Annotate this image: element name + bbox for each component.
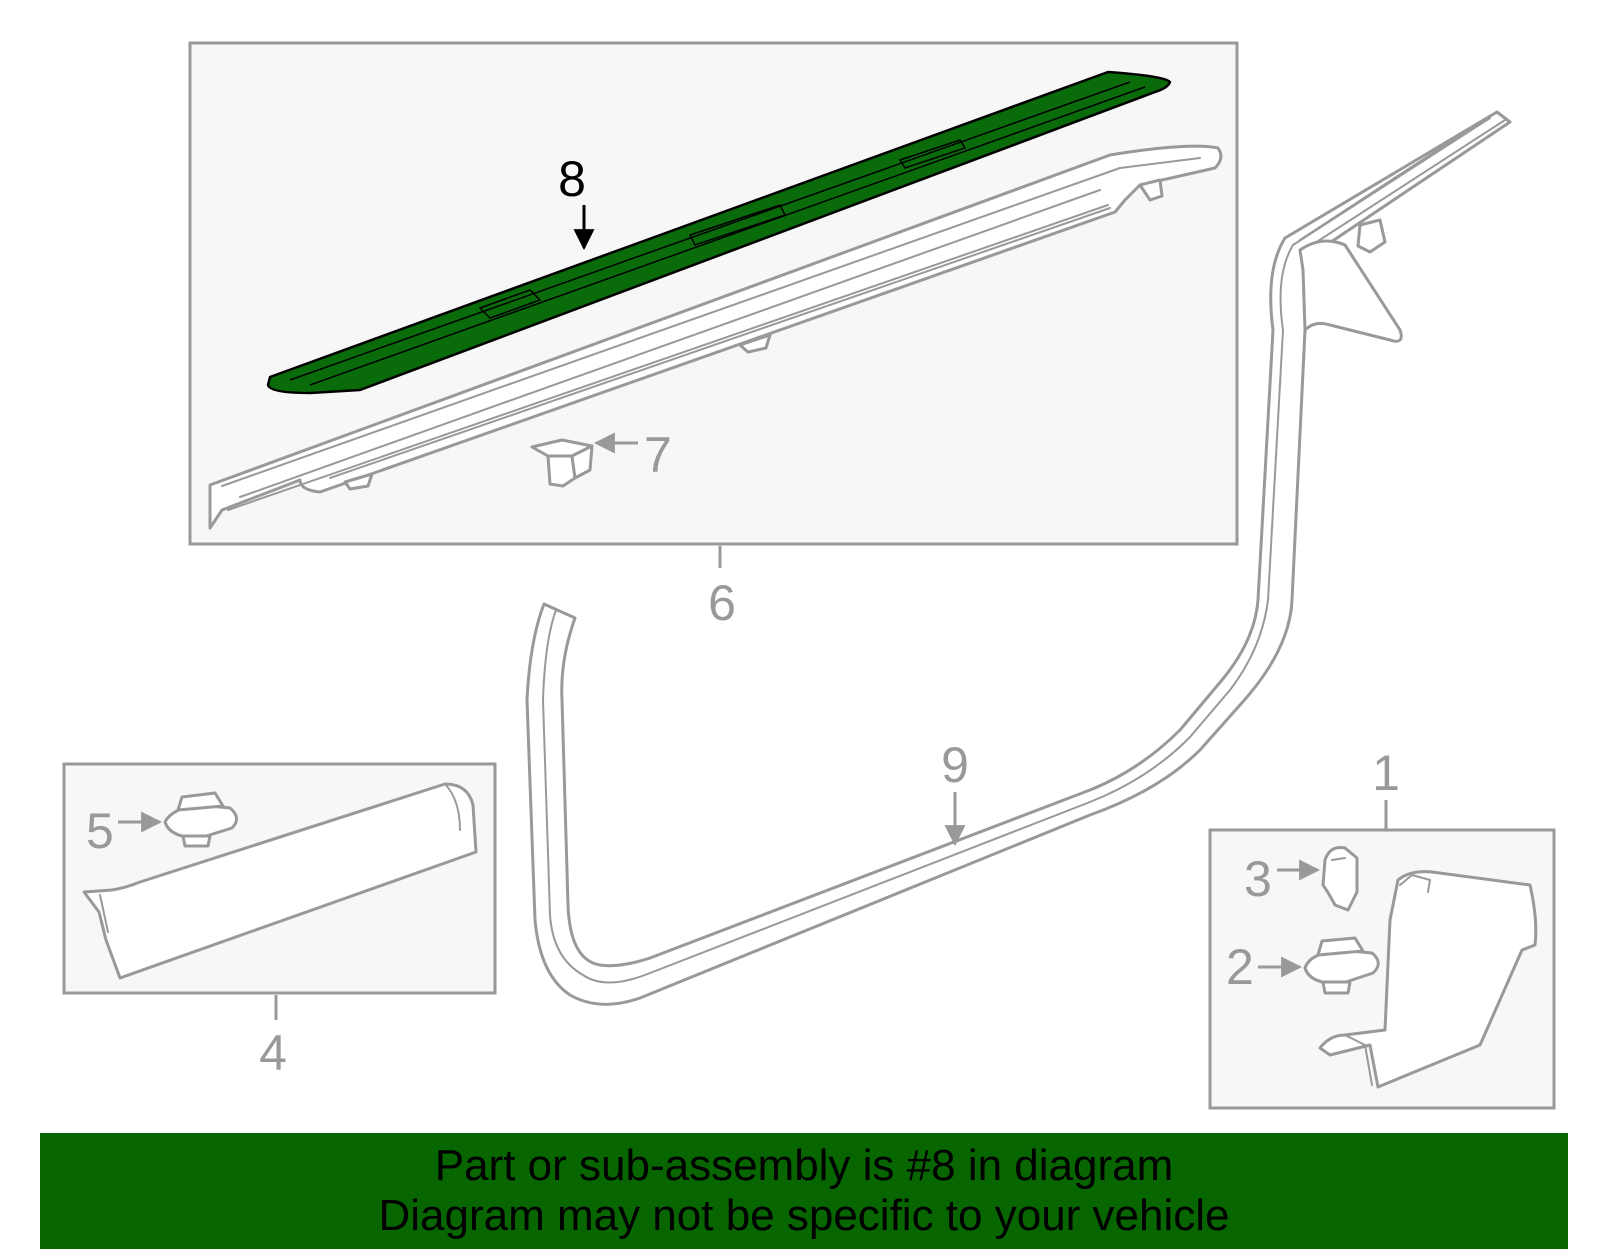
kick-panel-part-1[interactable] [1318, 870, 1538, 1089]
callout-9: 9 [941, 737, 969, 793]
banner-line-2: Diagram may not be specific to your vehi… [378, 1191, 1230, 1240]
callout-6: 6 [708, 575, 736, 631]
callout-5: 5 [86, 803, 114, 859]
clip-part-3[interactable] [1321, 846, 1359, 912]
clip-part-7[interactable] [530, 438, 594, 488]
callout-7: 7 [644, 427, 672, 483]
clip-part-5[interactable] [163, 791, 238, 848]
callout-3: 3 [1244, 851, 1272, 907]
callout-4: 4 [259, 1025, 287, 1081]
weatherstrip-part-9[interactable] [525, 110, 1512, 1006]
clip-part-2[interactable] [1303, 936, 1380, 995]
sill-plate-insert-part-8[interactable] [266, 70, 1172, 395]
info-banner: Part or sub-assembly is #8 in diagram Di… [40, 1133, 1568, 1249]
callout-1: 1 [1372, 745, 1400, 801]
banner-line-1: Part or sub-assembly is #8 in diagram [434, 1141, 1174, 1190]
scuff-panel-part-4[interactable] [82, 782, 478, 980]
sill-plate-part-6[interactable] [208, 144, 1223, 530]
callout-8: 8 [558, 151, 586, 207]
callout-2: 2 [1226, 939, 1254, 995]
